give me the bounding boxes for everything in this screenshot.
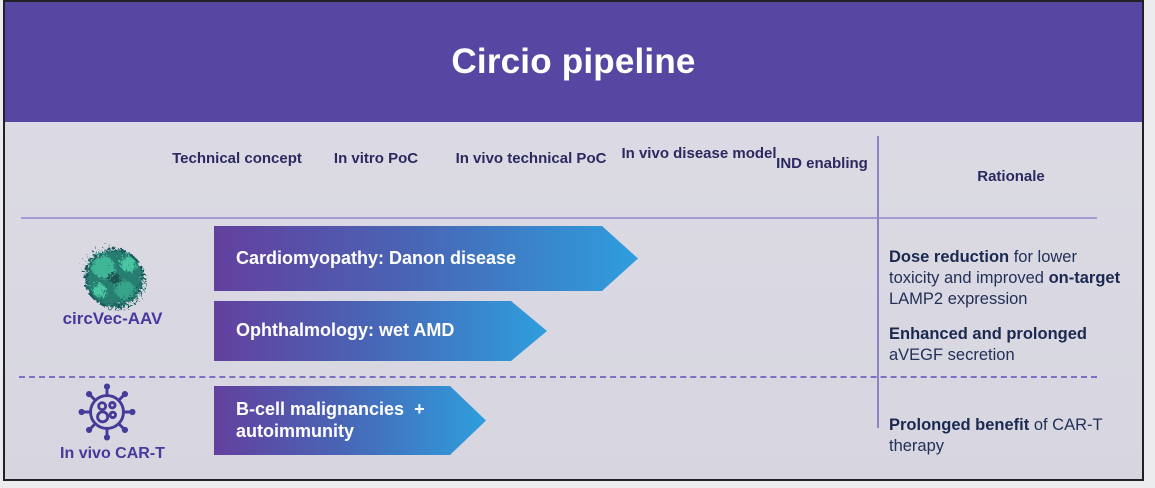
column-header-rationale: Rationale (977, 168, 1045, 185)
program-label-in-vivo-car-t: In vivo CAR-T (60, 445, 165, 462)
column-header-technical-concept: Technical concept (172, 150, 302, 167)
program-label-circvec-aav: circVec-AAV (62, 309, 163, 328)
pipeline-arrow-bcell-malignancies: B-cell malignancies + autoimmunity (214, 386, 486, 455)
column-header-in-vivo-technical-poc: In vivo technical PoC (455, 150, 607, 167)
pipeline-arrow-wet-amd: Ophthalmology: wet AMD (214, 301, 547, 361)
pipeline-arrow-danon-disease: Cardiomyopathy: Danon disease (214, 226, 638, 291)
page-title: Circio pipeline (451, 42, 696, 81)
column-header-in-vitro-poc: In vitro PoC (333, 150, 419, 167)
rationale-dose-reduction: Dose reduction for lower toxicity and im… (889, 247, 1121, 309)
row-separator-dashed (19, 376, 1097, 378)
column-header-ind-enabling: IND enabling (776, 155, 868, 172)
pipeline-slide-frame: Circio pipeline Technical concept In vit… (3, 0, 1144, 481)
aav-capsid-icon (68, 232, 154, 318)
arrow-label: Ophthalmology: wet AMD (236, 320, 455, 341)
arrow-label: B-cell malignancies + autoimmunity (236, 398, 425, 441)
rationale-avegf: Enhanced and prolonged aVEGF secretion (889, 324, 1088, 364)
rationale-car-t: Prolonged benefit of CAR-T therapy (889, 415, 1103, 455)
arrow-label: Cardiomyopathy: Danon disease (236, 247, 517, 268)
column-header-in-vivo-disease-model: In vivo disease model (621, 145, 777, 162)
car-t-cell-icon (76, 381, 138, 443)
rationale-divider (877, 136, 879, 428)
header-underline (21, 217, 1097, 219)
title-bar: Circio pipeline (5, 2, 1142, 122)
